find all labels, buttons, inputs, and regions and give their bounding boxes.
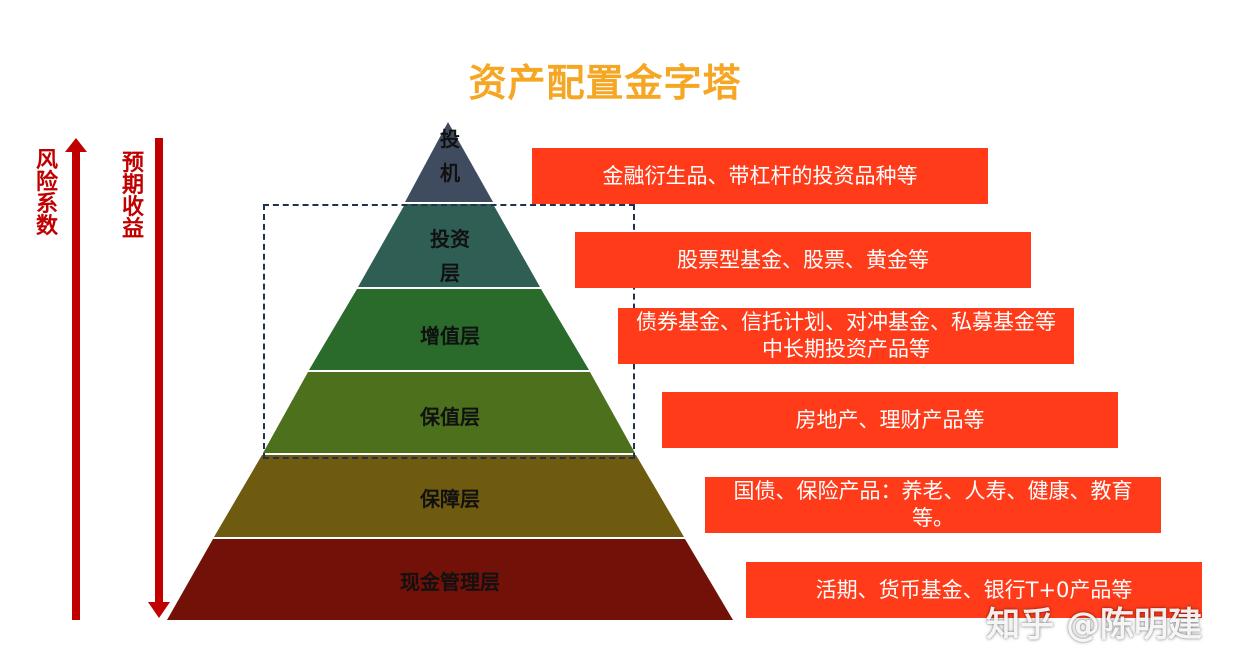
desc-box-speculation: 金融衍生品、带杠杆的投资品种等 [532, 148, 988, 204]
layer-label-preservation: 保值层 [420, 405, 480, 429]
layer-protection [214, 455, 684, 537]
page-title: 资产配置金字塔 [468, 61, 742, 105]
layer-preservation [263, 372, 635, 453]
desc-box-appreciation: 债券基金、信托计划、对冲基金、私募基金等中长期投资产品等 [618, 308, 1074, 364]
layer-appreciation [309, 289, 589, 370]
layer-cash-management [167, 539, 733, 620]
layer-label-investment: 投资层 [430, 227, 470, 285]
desc-box-investment: 股票型基金、股票、黄金等 [575, 232, 1031, 288]
layer-label-speculation: 投机 [440, 127, 460, 185]
layer-label-cash-management: 现金管理层 [400, 570, 500, 594]
risk-up-arrow-icon [65, 138, 87, 620]
return-axis-label: 预期收益 [121, 151, 144, 242]
layer-label-appreciation: 增值层 [420, 324, 480, 348]
layer-speculation [405, 122, 493, 202]
desc-box-protection: 国债、保险产品：养老、人寿、健康、教育等。 [705, 477, 1161, 533]
return-down-arrow-icon [148, 138, 170, 618]
risk-axis-label: 风险系数 [35, 148, 58, 239]
layer-investment [358, 204, 540, 287]
desc-box-preservation: 房地产、理财产品等 [662, 392, 1118, 448]
desc-box-cash-management: 活期、货币基金、银行T+0产品等 [746, 562, 1202, 618]
layer-label-protection: 保障层 [420, 487, 480, 511]
watermark: 知乎 @陈明建 [986, 605, 1202, 645]
